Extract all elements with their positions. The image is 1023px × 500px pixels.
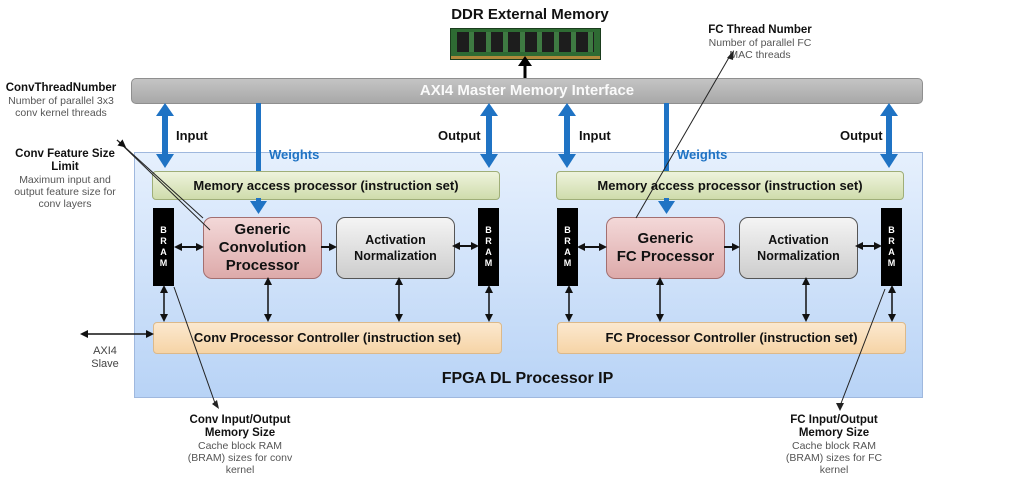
bram-letter: A: [160, 247, 167, 257]
fc-weights-label: Weights: [677, 147, 728, 162]
note-title: FC Thread Number: [708, 24, 812, 36]
bram-letter: A: [888, 247, 895, 257]
bram-letter: B: [564, 225, 571, 235]
axi-slave-line: AXI4: [93, 345, 117, 357]
axi-slave-line: Slave: [91, 358, 119, 370]
note-title: ConvThreadNumber: [5, 82, 117, 94]
bram-letter: B: [888, 225, 895, 235]
note-desc: MAC threads: [729, 49, 791, 61]
bram-letter: R: [888, 236, 895, 246]
note-desc: kernel: [819, 464, 849, 476]
conv-output-label: Output: [438, 128, 481, 143]
note-desc: Number of parallel 3x3: [8, 95, 114, 107]
fc-processor-controller: FC Processor Controller (instruction set…: [557, 322, 906, 354]
conv-processor-controller: Conv Processor Controller (instruction s…: [153, 322, 502, 354]
fc-io-memory-size-note: FC Input/Output Memory Size Cache block …: [774, 414, 894, 476]
conv-input-label: Input: [176, 128, 208, 143]
bram-letter: B: [160, 225, 167, 235]
note-desc: Cache block RAM: [791, 440, 877, 452]
note-title: Memory Size: [204, 427, 276, 439]
fc-input-label: Input: [579, 128, 611, 143]
act-line: Normalization: [757, 249, 840, 263]
act-line: Activation: [768, 233, 829, 247]
bram-letter: M: [563, 258, 572, 268]
act-line: Activation: [365, 233, 426, 247]
fpga-label: FPGA DL Processor IP: [441, 370, 614, 387]
proc-line: Generic: [234, 221, 291, 238]
note-title: Memory Size: [798, 427, 870, 439]
ddr-memory-module-icon: [450, 28, 601, 60]
bram-letter: M: [159, 258, 168, 268]
proc-line: Convolution: [218, 239, 307, 256]
fc-output-label: Output: [840, 128, 883, 143]
bram-letter: B: [485, 225, 492, 235]
bram-letter: R: [564, 236, 571, 246]
note-title: Conv Feature Size: [15, 148, 115, 160]
bram-letter: R: [485, 236, 492, 246]
note-desc: Number of parallel FC: [708, 37, 812, 49]
note-desc: conv layers: [38, 198, 92, 210]
note-desc: kernel: [225, 464, 255, 476]
note-desc: Maximum input and: [19, 174, 111, 186]
note-title: FC Input/Output: [790, 414, 878, 426]
conv-io-memory-size-note: Conv Input/Output Memory Size Cache bloc…: [178, 414, 302, 476]
note-desc: Cache block RAM: [197, 440, 283, 452]
act-line: Normalization: [354, 249, 437, 263]
conv-memory-access-processor: Memory access processor (instruction set…: [152, 171, 500, 200]
bram-letter: M: [887, 258, 896, 268]
note-desc: conv kernel threads: [15, 107, 107, 119]
axi4-master-memory-interface: AXI4 Master Memory Interface: [131, 78, 923, 104]
fc-thread-number-note: FC Thread Number Number of parallel FC M…: [695, 24, 825, 61]
bram-letter: A: [564, 247, 571, 257]
proc-line: Generic: [637, 230, 694, 247]
proc-line: Processor: [225, 257, 300, 274]
conv-weights-label: Weights: [269, 147, 320, 162]
bram-letter: A: [485, 247, 492, 257]
note-title: Conv Input/Output: [189, 414, 291, 426]
conv-thread-number-note: ConvThreadNumber Number of parallel 3x3 …: [2, 82, 120, 119]
bram-letter: R: [160, 236, 167, 246]
note-desc: (BRAM) sizes for conv: [187, 452, 293, 464]
note-desc: output feature size for: [14, 186, 116, 198]
proc-line: FC Processor: [616, 248, 715, 265]
bram-letter: M: [484, 258, 493, 268]
note-desc: (BRAM) sizes for FC: [785, 452, 883, 464]
fc-memory-access-processor: Memory access processor (instruction set…: [556, 171, 904, 200]
note-title: Limit: [51, 161, 79, 173]
conv-feature-size-limit-note: Conv Feature Size Limit Maximum input an…: [4, 148, 126, 210]
ddr-title: DDR External Memory: [451, 6, 609, 23]
